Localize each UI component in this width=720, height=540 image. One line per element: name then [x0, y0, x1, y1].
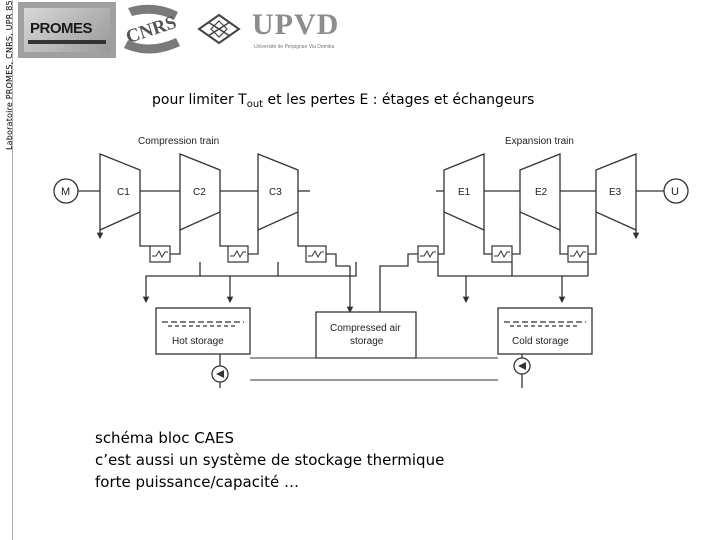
- expansion-train-label: Expansion train: [505, 136, 574, 147]
- cold-storage-tank: [497, 307, 593, 355]
- slide-heading: pour limiter Tout et les pertes E : étag…: [152, 92, 535, 110]
- heat-exchanger-4: [417, 245, 439, 263]
- expander-e1-label: E1: [458, 187, 471, 198]
- lab-side-label-text: Laboratoire PROMES, CNRS, UPR 8521: [5, 0, 14, 150]
- heat-exchanger-2: [227, 245, 249, 263]
- heat-exchanger-3: [305, 245, 327, 263]
- expander-e2-label: E2: [535, 187, 548, 198]
- lab-side-label: Laboratoire PROMES, CNRS, UPR 8521: [0, 0, 14, 160]
- generator-label: U: [671, 186, 679, 198]
- heat-exchanger-5: [491, 245, 513, 263]
- caption-line-1: schéma bloc CAES: [95, 429, 234, 447]
- heat-exchanger-6: [567, 245, 589, 263]
- motor-label: M: [61, 186, 70, 198]
- compression-train-label: Compression train: [138, 136, 219, 147]
- promes-logo: PROMES: [18, 2, 116, 58]
- cnrs-logo: CNRS: [120, 2, 186, 58]
- expander-e3-label: E3: [609, 187, 622, 198]
- diamond-emblem-icon: [197, 13, 241, 45]
- sidebar-divider: [12, 0, 13, 540]
- slide-caption: schéma bloc CAES c’est aussi un système …: [95, 427, 444, 493]
- caption-line-2: c’est aussi un système de stockage therm…: [95, 451, 445, 469]
- caes-diagram: Compression train Expansion train M C1 C…: [53, 136, 689, 388]
- promes-logo-text: PROMES: [30, 20, 93, 37]
- generator-icon: [663, 178, 689, 204]
- compressor-c2-label: C2: [193, 187, 206, 198]
- compressed-air-storage: [315, 311, 417, 359]
- heat-exchanger-1: [149, 245, 171, 263]
- upvd-logo: UPVD Université de Perpignan Via Domitia: [252, 8, 352, 54]
- compressor-c1-label: C1: [117, 187, 130, 198]
- caption-line-3: forte puissance/capacité …: [95, 473, 300, 491]
- compressor-c3-label: C3: [269, 187, 282, 198]
- hot-storage-label: Hot storage: [172, 336, 224, 347]
- cold-storage-label: Cold storage: [512, 336, 569, 347]
- upvd-logo-text: UPVD: [252, 8, 340, 41]
- hot-storage-tank: [155, 307, 251, 355]
- compressed-air-storage-line1: Compressed air: [330, 323, 401, 334]
- upvd-logo-subtitle: Université de Perpignan Via Domitia: [254, 44, 335, 50]
- compressed-air-storage-line2: storage: [350, 336, 384, 347]
